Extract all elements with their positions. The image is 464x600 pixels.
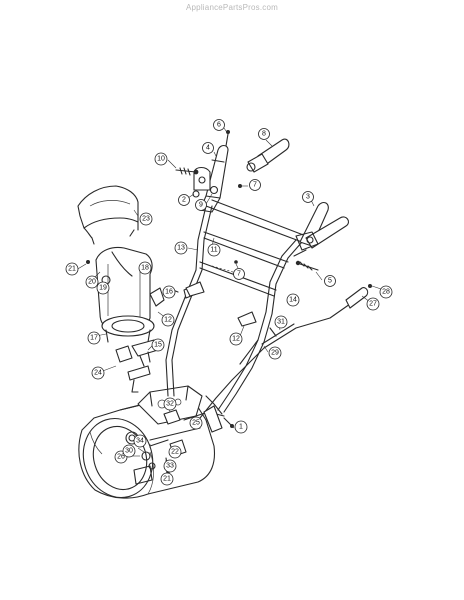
callout-2: 2 (178, 194, 190, 206)
svg-text:21: 21 (68, 266, 76, 273)
callout-16: 16 (162, 285, 176, 299)
bolt-5 (295, 260, 319, 271)
bolt-10 (175, 167, 199, 176)
grip-8 (246, 138, 290, 173)
svg-text:31: 31 (277, 319, 285, 326)
svg-text:12: 12 (164, 317, 172, 324)
callout-24: 24 (91, 366, 105, 380)
callout-17: 17 (87, 331, 101, 345)
callout-31: 31 (274, 315, 288, 329)
svg-text:2: 2 (182, 197, 186, 204)
callout-34: 34 (133, 434, 147, 448)
callout-33: 33 (163, 459, 177, 473)
callout-22: 22 (168, 445, 182, 459)
chute-deflector (77, 185, 139, 245)
svg-text:24: 24 (94, 370, 102, 377)
callout-19: 19 (96, 281, 110, 295)
svg-text:30: 30 (125, 448, 133, 455)
svg-text:21: 21 (163, 476, 171, 483)
callout-21a: 21 (65, 262, 79, 276)
auger-housing (78, 385, 216, 499)
callout-7a: 7 (249, 179, 261, 191)
svg-text:27: 27 (369, 301, 377, 308)
brackets-12 (185, 281, 257, 327)
svg-text:34: 34 (136, 438, 144, 445)
svg-text:7: 7 (237, 271, 241, 278)
svg-text:1: 1 (239, 424, 243, 431)
svg-text:4: 4 (206, 145, 210, 152)
callout-29: 29 (268, 346, 282, 360)
svg-text:10: 10 (157, 156, 165, 163)
callout-4: 4 (202, 142, 214, 154)
svg-text:20: 20 (88, 279, 96, 286)
callout-10: 10 (154, 152, 168, 166)
svg-text:18: 18 (141, 265, 149, 272)
callout-25: 25 (189, 416, 203, 430)
callout-13: 13 (174, 241, 188, 255)
callout-5: 5 (324, 275, 336, 287)
svg-text:17: 17 (90, 335, 98, 342)
svg-text:11: 11 (210, 247, 217, 254)
svg-text:29: 29 (271, 350, 279, 357)
callout-20: 20 (85, 275, 99, 289)
svg-text:13: 13 (177, 245, 185, 252)
callout-7b: 7 (233, 268, 245, 280)
callout-30: 30 (122, 444, 136, 458)
svg-text:28: 28 (382, 289, 390, 296)
svg-text:14: 14 (289, 297, 297, 304)
callout-28: 28 (379, 285, 393, 299)
svg-text:16: 16 (165, 289, 173, 296)
callout-9: 9 (195, 199, 207, 211)
callout-12a: 12 (161, 313, 175, 327)
svg-text:22: 22 (171, 449, 179, 456)
discharge-chute (95, 246, 165, 343)
callout-1: 1 (234, 420, 248, 434)
svg-text:7: 7 (253, 182, 257, 189)
callout-8: 8 (258, 128, 270, 140)
callout-32: 32 (163, 397, 177, 411)
svg-text:26: 26 (117, 454, 125, 461)
svg-text:32: 32 (166, 401, 174, 408)
svg-text:12: 12 (232, 336, 240, 343)
callout-11: 11 (207, 243, 221, 257)
watermark: AppliancePartsPros.com (186, 3, 278, 12)
svg-text:9: 9 (199, 202, 203, 209)
svg-text:3: 3 (306, 194, 310, 201)
svg-text:8: 8 (262, 131, 266, 138)
right-handle-grip (293, 201, 349, 257)
svg-text:23: 23 (142, 216, 150, 223)
svg-text:15: 15 (154, 342, 162, 349)
svg-text:33: 33 (166, 463, 174, 470)
callout-15: 15 (151, 338, 165, 352)
callout-6: 6 (213, 119, 225, 131)
callout-27: 27 (366, 297, 380, 311)
small-hardware (192, 183, 242, 264)
svg-text:25: 25 (192, 420, 200, 427)
callout-18: 18 (138, 261, 152, 275)
callout-23: 23 (139, 212, 153, 226)
callout-3: 3 (302, 191, 314, 203)
callout-12b: 12 (229, 332, 243, 346)
svg-text:5: 5 (328, 278, 332, 285)
callout-14: 14 (286, 293, 300, 307)
shift-rod (199, 283, 372, 419)
svg-text:6: 6 (217, 122, 221, 129)
callout-21b: 21 (160, 472, 174, 486)
svg-text:19: 19 (99, 285, 107, 292)
